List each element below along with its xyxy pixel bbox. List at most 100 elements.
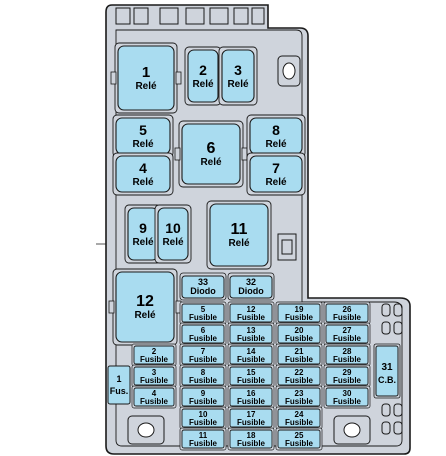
fuse-25-number: 25: [295, 431, 304, 440]
mounting-hole-top: [277, 55, 301, 87]
fuse-14-body: [229, 345, 273, 365]
fuse-13-label: Fusible: [237, 334, 266, 343]
fuse-18-number: 18: [247, 431, 256, 440]
fuse-5-body: [181, 303, 225, 323]
relay-10-number: 10: [165, 220, 181, 236]
relay-12-number: 12: [136, 293, 154, 310]
relay-11-label: Relé: [228, 238, 250, 249]
fuse-11-label: Fusible: [189, 439, 218, 448]
diode-32-body: [229, 275, 273, 299]
relay-3-label: Relé: [227, 79, 249, 90]
relay-5-label: Relé: [132, 139, 154, 150]
fuse-5-label: Fusible: [189, 313, 218, 322]
fuse-29-label: Fusible: [333, 376, 362, 385]
fuse-3-number: 3: [152, 368, 157, 377]
fuse-28-body: [325, 345, 369, 365]
fuse-9-number: 9: [201, 389, 206, 398]
relays-group: 1Relé2Relé3Relé5Relé4Relé6Relé8Relé7Relé…: [108, 42, 306, 346]
fuse-26-body: [325, 303, 369, 323]
fuse-30-number: 30: [343, 389, 352, 398]
fuse-19-body: [277, 303, 321, 323]
fuse-26-label: Fusible: [333, 313, 362, 322]
fuse-12-number: 12: [247, 305, 256, 314]
fuse-15-body: [229, 366, 273, 386]
relay-7-number: 7: [272, 160, 280, 176]
fuse-17-body: [229, 408, 273, 428]
fuse-6-label: Fusible: [189, 334, 218, 343]
fuse-8-label: Fusible: [189, 376, 218, 385]
fuse-23-number: 23: [295, 389, 304, 398]
relay-2-label: Relé: [192, 79, 214, 90]
fuse-16-number: 16: [247, 389, 256, 398]
fuse-25-label: Fusible: [285, 439, 314, 448]
fuse-21-body: [277, 345, 321, 365]
relay-8-label: Relé: [265, 139, 287, 150]
fuse-24-label: Fusible: [285, 418, 314, 427]
relay-8-number: 8: [272, 122, 280, 138]
fuse-2-number: 2: [152, 347, 157, 356]
fuse-28-number: 28: [343, 347, 352, 356]
fuse-4-label: Fusible: [140, 397, 169, 406]
relay-6-number: 6: [207, 140, 216, 157]
fuse-8-body: [181, 366, 225, 386]
relay-9-number: 9: [139, 220, 147, 236]
relay-6-label: Relé: [200, 157, 222, 168]
relay-3-number: 3: [234, 62, 242, 78]
fuse-24-body: [277, 408, 321, 428]
circuit-breaker-31-body: [375, 345, 399, 397]
fuse-13-body: [229, 324, 273, 344]
relay-5-number: 5: [139, 122, 147, 138]
fuse-29-number: 29: [343, 368, 352, 377]
fuse-19-number: 19: [295, 305, 304, 314]
fuse-6-body: [181, 324, 225, 344]
relay-6-body: [181, 123, 241, 185]
relay-1-tab-right: [175, 71, 182, 85]
fuse-6-number: 6: [201, 326, 206, 335]
fuse-27-number: 27: [343, 326, 352, 335]
fuse-21-number: 21: [295, 347, 304, 356]
fuse-15-label: Fusible: [237, 376, 266, 385]
fuse-21-label: Fusible: [285, 355, 314, 364]
circuit-breaker-31-label: C.B.: [378, 375, 396, 385]
fuse-10-number: 10: [199, 410, 208, 419]
fuse-14-number: 14: [247, 347, 256, 356]
fuse-10-body: [181, 408, 225, 428]
fuse-12-label: Fusible: [237, 313, 266, 322]
relay-4-body: [115, 155, 171, 193]
fuse-22-body: [277, 366, 321, 386]
fuse-23-body: [277, 387, 321, 407]
fuse-29-body: [325, 366, 369, 386]
fuses-group: 5Fusible6Fusible7Fusible8Fusible9Fusible…: [131, 301, 371, 451]
relay-12-body: [115, 271, 175, 343]
fuse-11-number: 11: [199, 431, 208, 440]
fuse-30-body: [325, 387, 369, 407]
main-fuse-1-body: [107, 365, 131, 405]
fuse-2-label: Fusible: [140, 355, 169, 364]
diode-32-label: Diodo: [238, 286, 264, 296]
relay-3-body: [221, 49, 255, 103]
fuse-19-label: Fusible: [285, 313, 314, 322]
fuse-8-number: 8: [201, 368, 206, 377]
diode-32-number: 32: [246, 277, 256, 287]
diode-33-body: [181, 275, 225, 299]
